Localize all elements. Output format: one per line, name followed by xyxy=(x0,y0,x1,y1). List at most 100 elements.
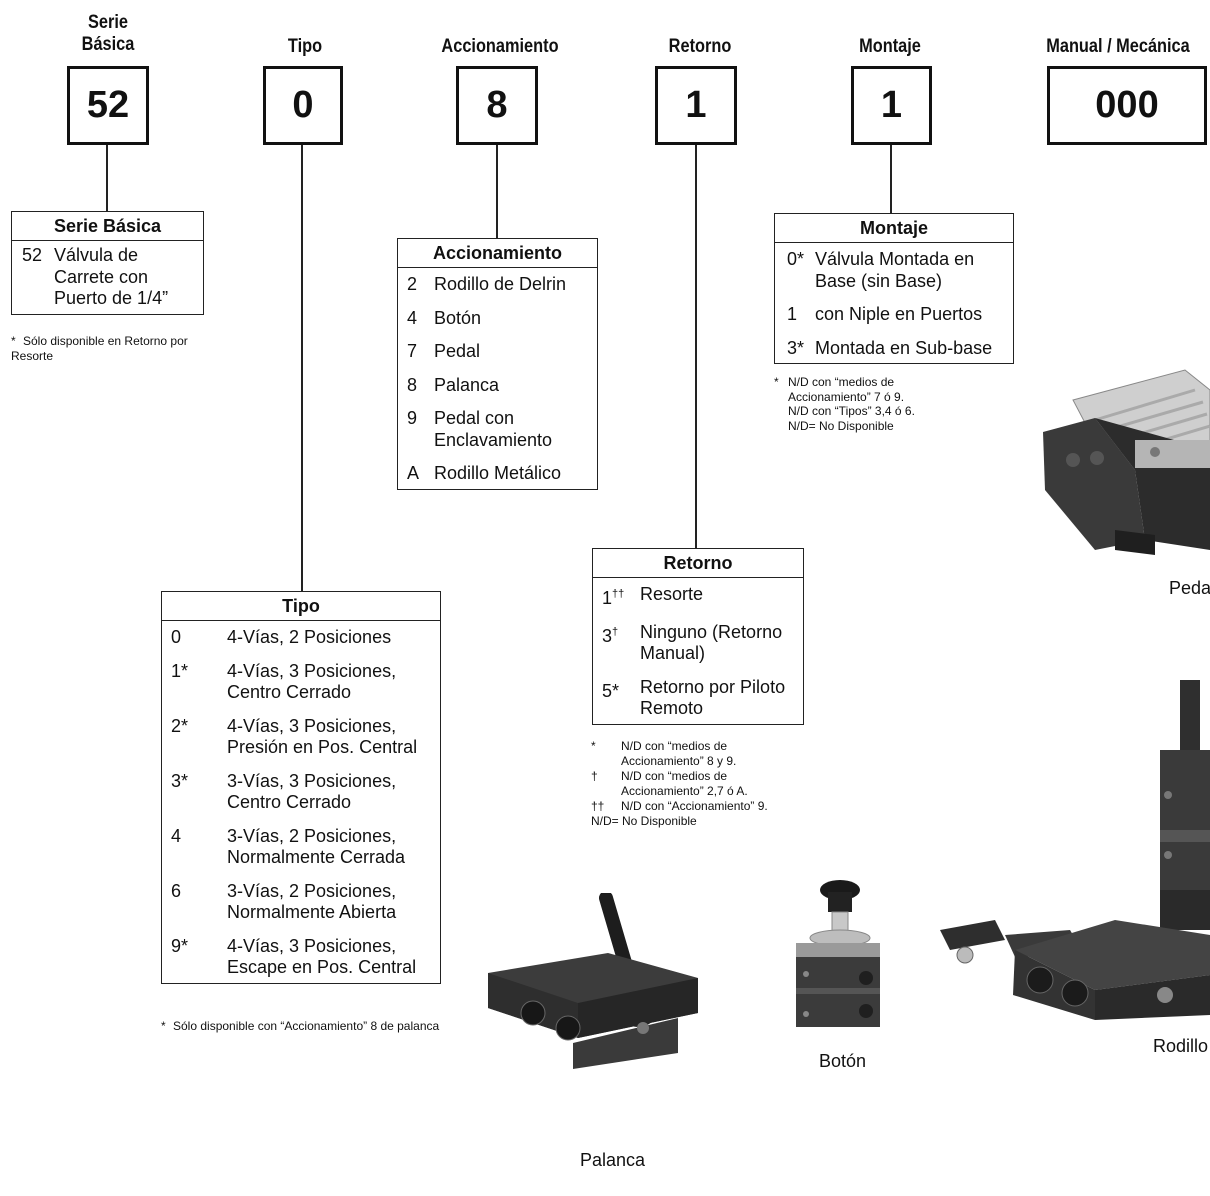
note-line-2: Accionamiento” 7 ó 9. xyxy=(788,389,905,404)
header-accionamiento: Accionamiento xyxy=(441,36,559,57)
code-box-retorno: 1 xyxy=(655,66,737,145)
montaje-note: *N/D con “medios de Accionamiento” 7 ó 9… xyxy=(774,375,1014,433)
pedal-valve-image xyxy=(1043,369,1210,555)
row-text: Pedal con Enclavamiento xyxy=(434,408,553,450)
note-mark: †† xyxy=(591,799,605,813)
row-code: 2 xyxy=(407,274,418,294)
row-text: 4-Vías, 3 Posiciones, Presión en Pos. Ce… xyxy=(227,715,418,758)
row-code: 1 xyxy=(787,304,798,324)
table-row: 5* Retorno por Piloto Remoto xyxy=(593,668,803,724)
row-text: Montada en Sub-base xyxy=(815,337,993,358)
row-text: Resorte xyxy=(640,584,704,604)
row-text: Válvula Montada en Base (sin Base) xyxy=(815,249,975,291)
table-row: A Rodillo Metálico xyxy=(398,454,597,489)
row-text: 4-Vías, 2 Posiciones xyxy=(227,627,392,647)
note-text: N/D con “medios de Accionamiento” 8 y 9. xyxy=(621,739,737,768)
row-code: 1* xyxy=(171,660,189,681)
button-valve-image xyxy=(796,880,880,1027)
header-serie-basica: Serie Básica xyxy=(65,12,151,56)
row-code: 9* xyxy=(171,935,189,956)
connector-tipo xyxy=(301,145,303,591)
serie-basica-title: Serie Básica xyxy=(12,212,203,241)
table-row: 1*4-Vías, 3 Posiciones, Centro Cerrado xyxy=(162,652,440,707)
row-code: 7 xyxy=(407,341,418,361)
note-footer: N/D= No Disponible xyxy=(591,813,697,828)
table-row: 1††Resorte xyxy=(593,578,803,613)
note-text: Sólo disponible en Retorno por Resorte xyxy=(11,334,188,363)
note-line-1: N/D con “medios de xyxy=(788,375,895,389)
note-item: † N/D con “medios de Accionamiento” 2,7 ó… xyxy=(591,769,806,798)
code-box-tipo: 0 xyxy=(263,66,343,145)
row-code: 2* xyxy=(171,715,189,736)
table-row: 4 3-Vías, 2 Posiciones, Normalmente Cerra… xyxy=(162,817,440,872)
note-text: N/D con “Accionamiento” 9. xyxy=(621,799,768,813)
caption-pedal: Peda xyxy=(1169,578,1210,598)
table-row: 2* 4-Vías, 3 Posiciones, Presión en Pos. … xyxy=(162,707,440,762)
row-text: 3-Vías, 2 Posiciones, Normalmente Abiert… xyxy=(227,880,397,923)
table-row: 52 Válvula de Carrete con Puerto de 1/4” xyxy=(12,241,203,314)
table-row: 3*3-Vías, 3 Posiciones, Centro Cerrado xyxy=(162,762,440,817)
row-code: 5* xyxy=(593,677,640,720)
row-text: con Niple en Puertos xyxy=(815,304,983,324)
row-code: 1†† xyxy=(593,584,640,610)
row-code-main: 5* xyxy=(602,680,620,701)
row-text: Retorno por Piloto Remoto xyxy=(640,676,786,719)
note-mark: * xyxy=(591,739,596,753)
table-row: 6 3-Vías, 2 Posiciones, Normalmente Abier… xyxy=(162,872,440,927)
header-manual-mecanica: Manual / Mecánica xyxy=(1046,36,1190,57)
caption-rodillo: Rodillo xyxy=(1153,1036,1209,1056)
table-row: 4 Botón xyxy=(398,299,597,333)
row-text: Botón xyxy=(434,307,482,328)
row-text: Rodillo de Delrin xyxy=(434,274,567,294)
note-item: * N/D con “medios de Accionamiento” 8 y 9… xyxy=(591,739,806,768)
montaje-table: Montaje 0*Válvula Montada en Base (sin B… xyxy=(774,213,1014,364)
retorno-table: Retorno 1††Resorte 3†Ninguno (Retorno Ma… xyxy=(592,548,804,725)
code-box-serie: 52 xyxy=(67,66,149,145)
header-serie-line1: Serie xyxy=(88,12,128,33)
table-row: 9*4-Vías, 3 Posiciones, Escape en Pos. C… xyxy=(162,927,440,983)
row-code: 4 xyxy=(407,307,418,328)
note-line-3: N/D con “Tipos” 3,4 ó 6. xyxy=(788,404,915,418)
tipo-note: * Sólo disponible con “Accionamiento” 8 d… xyxy=(161,1019,471,1034)
serie-basica-table: Serie Básica 52 Válvula de Carrete con P… xyxy=(11,211,204,315)
table-row: 2 Rodillo de Delrin xyxy=(398,268,597,299)
caption-boton: Botón xyxy=(819,1051,867,1071)
table-row: 0*Válvula Montada en Base (sin Base) xyxy=(775,243,1013,295)
code-box-accionamiento: 8 xyxy=(456,66,538,145)
row-code: 4 xyxy=(171,825,182,846)
note-mark: † xyxy=(591,769,598,783)
header-tipo: Tipo xyxy=(287,36,323,57)
code-box-montaje: 1 xyxy=(851,66,932,145)
row-code: 3* xyxy=(787,337,805,358)
row-code: A xyxy=(407,463,420,483)
header-retorno: Retorno xyxy=(668,36,732,57)
row-code: 3† xyxy=(593,622,640,665)
note-text: Sólo disponible con “Accionamiento” 8 de… xyxy=(173,1019,440,1033)
tipo-title: Tipo xyxy=(162,592,440,621)
caption-palanca: Palanca xyxy=(580,1150,646,1170)
table-row: 1 con Niple en Puertos xyxy=(775,295,1013,329)
row-text: Pedal xyxy=(434,341,481,361)
row-code: 6 xyxy=(171,880,182,901)
note-mark: * xyxy=(161,1019,166,1033)
montaje-title: Montaje xyxy=(775,214,1013,243)
lever-valve-image xyxy=(488,893,698,1069)
table-row: 3* Montada en Sub-base xyxy=(775,329,1013,364)
row-text: Válvula de Carrete con Puerto de 1/4” xyxy=(54,245,169,308)
row-text: Rodillo Metálico xyxy=(434,463,562,483)
retorno-title: Retorno xyxy=(593,549,803,578)
row-text: 3-Vías, 3 Posiciones, Centro Cerrado xyxy=(227,770,397,813)
row-text: Ninguno (Retorno Manual) xyxy=(640,621,783,664)
note-text: N/D con “medios de Accionamiento” 2,7 ó … xyxy=(621,769,748,798)
note-mark: * xyxy=(11,334,16,348)
retorno-notes: * N/D con “medios de Accionamiento” 8 y 9… xyxy=(591,739,806,828)
connector-montaje xyxy=(890,145,892,213)
row-code: 8 xyxy=(407,374,418,395)
row-text: 3-Vías, 2 Posiciones, Normalmente Cerrad… xyxy=(227,825,406,868)
serie-basica-note: *Sólo disponible en Retorno por Resorte xyxy=(11,334,211,363)
row-code-main: 3 xyxy=(602,625,613,646)
